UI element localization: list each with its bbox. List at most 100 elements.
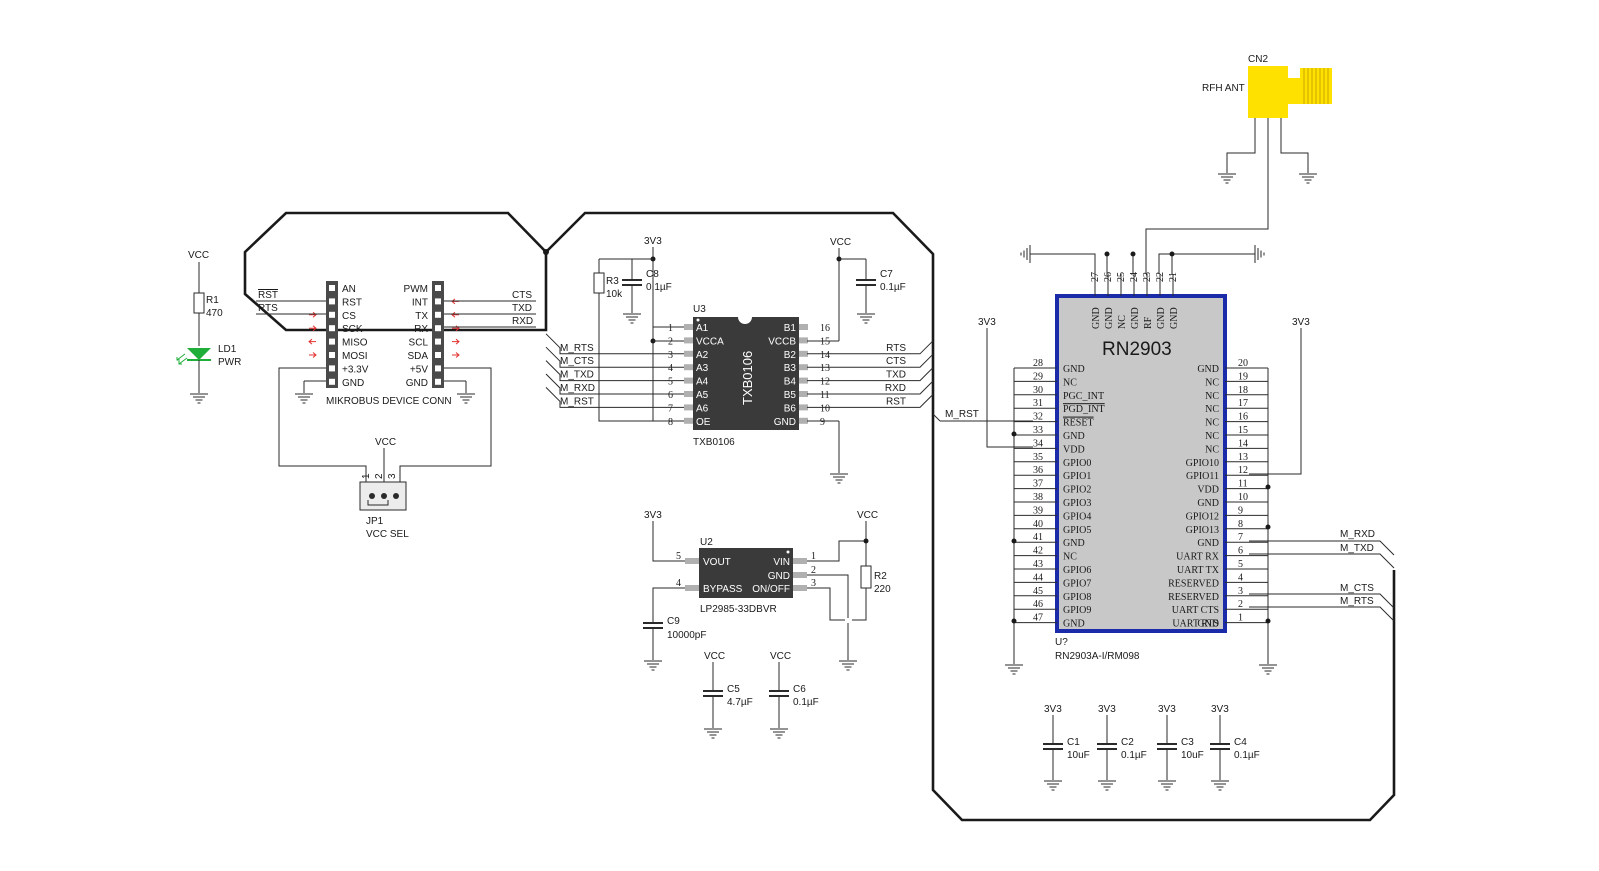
mikrobus-left-pad — [329, 378, 335, 385]
mikrobus-right-pin-int: INT — [412, 297, 428, 308]
c5-vcc-label: VCC — [704, 651, 725, 662]
u2-pin-num-5: 5 — [676, 551, 681, 562]
mikrobus-left-pin-sck: SCK — [342, 324, 363, 335]
u3-net-m-rts: M_RTS — [560, 343, 594, 354]
module-pin-num-8: 8 — [1238, 519, 1243, 530]
u3-pin-a6: A6 — [696, 403, 709, 414]
u3-right-wire — [807, 367, 934, 382]
module-net-mtxd: M_TXD — [1340, 543, 1374, 554]
module-ref: U? — [1055, 637, 1068, 648]
mikrobus-left-pad — [329, 338, 335, 345]
u3-pin-a4: A4 — [696, 377, 709, 388]
module-pin-num-12: 12 — [1238, 465, 1248, 476]
c1-3v3-label: 3V3 — [1044, 704, 1062, 715]
module-pin-vdd: VDD — [1197, 485, 1219, 496]
module-pin-reserved: RESERVED — [1168, 592, 1219, 603]
mikrobus-net-rts: RTS — [258, 303, 278, 314]
signal-arrow-icon — [451, 311, 460, 318]
u3-left-wire — [545, 387, 684, 408]
module-pin-gpio9: GPIO9 — [1063, 605, 1091, 616]
module-pin-gpio1: GPIO1 — [1063, 471, 1091, 482]
mikrobus-net-rxd: RXD — [512, 316, 533, 327]
module-pin-uart-rts: UART RTS — [1172, 619, 1219, 630]
u3-left-pad — [684, 324, 693, 330]
u2-right-pad — [793, 558, 807, 564]
u3-pin-a5: A5 — [696, 390, 709, 401]
module-pin-num-17: 17 — [1238, 398, 1248, 409]
u3-net-m-rxd: M_RXD — [560, 383, 595, 394]
module-pin-num-27: 27 — [1090, 272, 1101, 282]
u3-right-pad — [799, 337, 808, 344]
mikrobus-left-pad — [329, 325, 335, 332]
c6-ref: C6 — [793, 684, 806, 695]
mikrobus-left-pad — [329, 298, 335, 305]
module-pin-num-42: 42 — [1033, 546, 1043, 557]
u3-right-pad — [799, 324, 808, 330]
module-reset-net: M_RST — [945, 409, 979, 420]
antenna-cn2: CN2 RFH ANT — [1202, 54, 1332, 184]
u3-pin-b6: B6 — [784, 403, 797, 414]
u3-pin-num-5: 5 — [668, 377, 673, 388]
mikrobus-left-pad — [329, 352, 335, 358]
u3-right-wire — [807, 380, 934, 395]
module-pin-num-7: 7 — [1238, 532, 1243, 543]
resistor-r2 — [860, 565, 872, 589]
u2-pin-num-2: 2 — [811, 565, 816, 576]
c9-ref: C9 — [667, 616, 680, 627]
module-pin-num-47: 47 — [1033, 613, 1043, 624]
signal-arrow-icon — [308, 338, 317, 345]
u3-left-pad — [684, 417, 693, 424]
module-pin-nc: NC — [1205, 404, 1219, 415]
mikrobus-right-pad — [435, 338, 441, 345]
u2-pin-vin: VIN — [773, 557, 790, 568]
u3-left-pad — [684, 337, 693, 344]
u3-left-wire — [545, 360, 684, 382]
u2-part: LP2985-33DBVR — [700, 604, 777, 615]
jumper-pin-3: 3 — [387, 473, 398, 479]
cap-c4: 3V3 C4 0.1µF — [1209, 704, 1260, 791]
module-pin-gnd: GND — [1197, 364, 1219, 375]
r3-value: 10k — [606, 289, 623, 300]
c1-value: 10uF — [1067, 750, 1090, 761]
u2-right-pad — [793, 585, 807, 591]
u2-ref: U2 — [700, 537, 713, 548]
cap-c2: 3V3 C2 0.1µF — [1096, 704, 1147, 791]
c7-value: 0.1µF — [880, 282, 906, 293]
module-pin-gpio4: GPIO4 — [1063, 511, 1091, 522]
mikrobus-right-pin-tx: TX — [415, 311, 428, 322]
u3-pin-num-9: 9 — [820, 417, 825, 428]
module-pin-num-31: 31 — [1033, 398, 1043, 409]
u3-net-m-rst: M_RST — [560, 396, 594, 407]
module-pin-num-2: 2 — [1238, 599, 1243, 610]
c2-ref: C2 — [1121, 737, 1134, 748]
u3-pin-a3: A3 — [696, 363, 709, 374]
jumper-vcc-label: VCC — [375, 437, 396, 448]
module-title: RN2903 — [1102, 339, 1172, 360]
antenna-value: RFH ANT — [1202, 83, 1245, 94]
u3-left-pad — [684, 364, 693, 371]
sma-connector-icon — [1248, 66, 1332, 118]
u3-pin-a1: A1 — [696, 323, 709, 334]
module-pin-num-6: 6 — [1238, 546, 1243, 557]
c3-3v3-label: 3V3 — [1158, 704, 1176, 715]
module-pin-pgd-int: PGD_INT — [1063, 404, 1105, 415]
r1-ref: R1 — [206, 295, 219, 306]
module-pin-num-35: 35 — [1033, 452, 1043, 463]
mikrobus-left-pad — [329, 285, 335, 291]
u3-net-cts: CTS — [886, 356, 906, 367]
mikrobus-right-pin-rx: RX — [414, 324, 428, 335]
module-pin-gnd: GND — [1197, 538, 1219, 549]
u2-pin-num-1: 1 — [811, 551, 816, 562]
module-pin-num-10: 10 — [1238, 492, 1248, 503]
c4-ref: C4 — [1234, 737, 1247, 748]
mikrobus-right-pin-5v: +5V — [410, 364, 428, 375]
u3-pin-a2: A2 — [696, 350, 709, 361]
u3-pin-num-2: 2 — [668, 336, 673, 347]
mikrobus-right-pin-gnd: GND — [406, 378, 428, 389]
jumper-value: VCC SEL — [366, 529, 409, 540]
u3-pin-num-1: 1 — [668, 323, 673, 334]
u3-pin-b2: B2 — [784, 350, 797, 361]
module-net-mcts: M_CTS — [1340, 583, 1374, 594]
mikrobus-left-pin-gnd: GND — [342, 378, 364, 389]
u3-pin-num-4: 4 — [668, 363, 673, 374]
